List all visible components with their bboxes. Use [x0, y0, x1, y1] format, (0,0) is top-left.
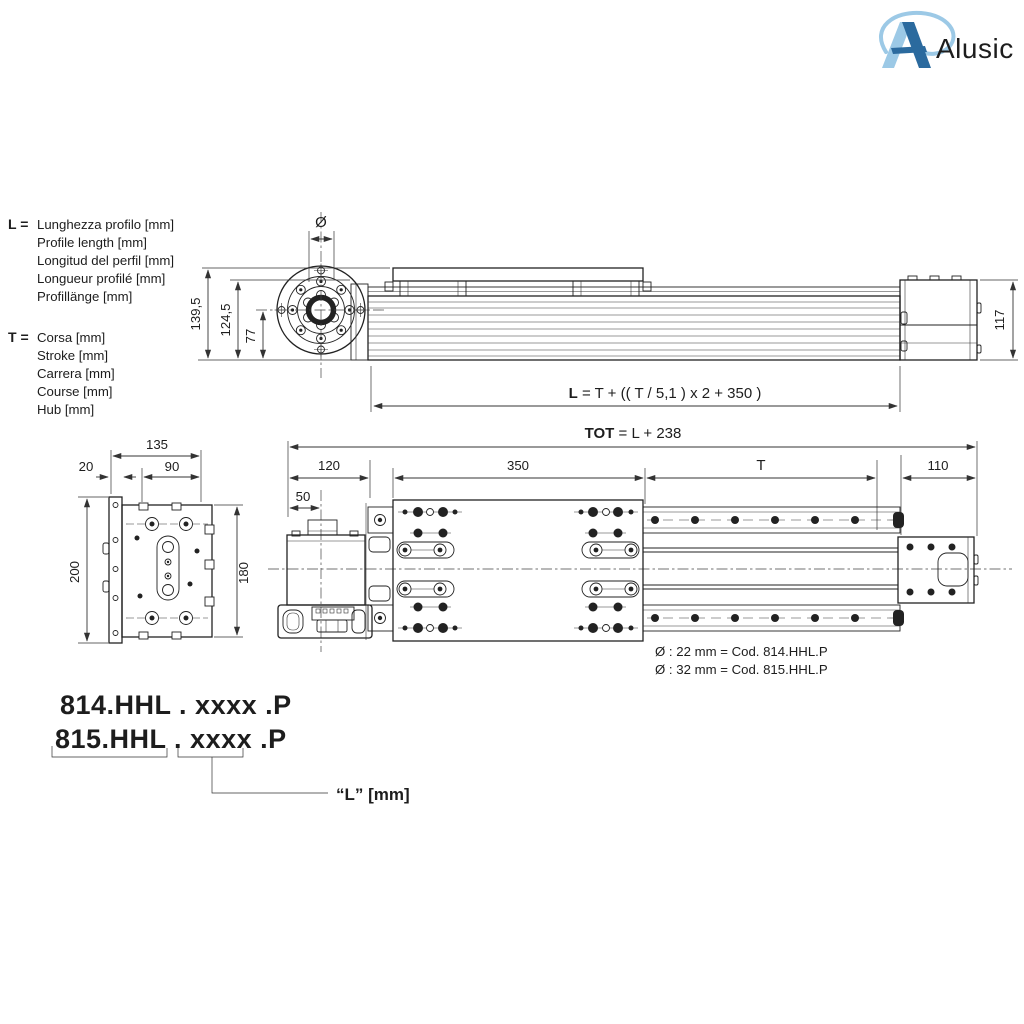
profile-grooves — [368, 301, 900, 357]
carriage-side — [384, 267, 652, 297]
length-callout-label: “L” [mm] — [336, 785, 410, 804]
legend-block: L = Lunghezza profilo [mm] Profile lengt… — [8, 216, 174, 417]
dim-profile-length: L = T + (( T / 5,1 ) x 2 + 350 ) — [370, 366, 901, 412]
order-code-814: 814.HHL . xxxx .P — [60, 690, 292, 720]
dim-20-label: 20 — [79, 459, 94, 474]
code-note-22mm: Ø : 22 mm = Cod. 814.HHL.P — [655, 644, 828, 659]
side-view: Ø — [188, 212, 1018, 412]
legend-t-line-2: Stroke [mm] — [37, 348, 108, 363]
legend-t-line-3: Carrera [mm] — [37, 366, 115, 381]
legend-l-line-2: Profile length [mm] — [37, 235, 147, 250]
logo-a-crossbar-icon — [891, 46, 927, 54]
segment-dims: 120 350 T 110 50 — [289, 455, 976, 535]
length-formula: L = T + (( T / 5,1 ) x 2 + 350 ) — [569, 385, 762, 402]
length-callout-leader — [211, 757, 328, 794]
connector-pins — [315, 608, 349, 614]
profile-body-side — [367, 286, 901, 361]
length-formula-symbol: L — [569, 385, 578, 402]
top-view: TOT = L + 238 120 350 T 110 50 — [268, 425, 1012, 677]
code-bracket-left — [51, 746, 168, 758]
bore-symbol-label: Ø — [315, 214, 327, 231]
dim-110-label: 110 — [927, 458, 948, 473]
rail-bolts-top — [647, 516, 897, 524]
length-formula-expression: = T + (( T / 5,1 ) x 2 + 350 ) — [578, 385, 762, 402]
carriage-holes-right — [574, 507, 640, 633]
plate-holes — [112, 502, 119, 636]
end-block-side — [899, 275, 982, 361]
section-mounting-plate — [102, 496, 123, 644]
logo-a-right-stroke-icon — [902, 22, 931, 68]
legend-t-line-1: Corsa [mm] — [37, 330, 105, 345]
dim-77-label: 77 — [243, 329, 258, 344]
legend-l-line-4: Longueur profilé [mm] — [37, 271, 165, 286]
dim-bore-diameter: Ø — [308, 214, 335, 282]
code-bracket-xxxx — [177, 748, 244, 758]
end-block-top — [897, 536, 979, 604]
dim-139-5-label: 139,5 — [188, 297, 203, 330]
coupling-strip — [365, 503, 394, 640]
profile-t-slots — [138, 502, 215, 640]
legend-l-line-5: Profillänge [mm] — [37, 289, 132, 304]
section-profile — [121, 502, 215, 640]
dim-350-label: 350 — [507, 458, 529, 473]
dim-120-label: 120 — [318, 458, 340, 473]
dim-117: 117 — [980, 279, 1018, 361]
code-note-32mm: Ø : 32 mm = Cod. 815.HHL.P — [655, 662, 828, 677]
dim-t-label: T — [756, 457, 765, 474]
flange-bracket — [350, 283, 369, 361]
dim-124-5-label: 124,5 — [218, 303, 233, 336]
dim-tot: TOT = L + 238 — [287, 425, 978, 536]
dim-180-label: 180 — [236, 562, 251, 584]
legend-l-line-3: Longitud del perfil [mm] — [37, 253, 174, 268]
order-code-815: 815.HHL . xxxx .P — [55, 724, 287, 754]
dim-200-label: 200 — [67, 561, 82, 583]
left-height-dims: 139,5 124,5 77 — [188, 267, 390, 361]
rail-bolts-bottom — [647, 614, 897, 622]
cross-section: 135 20 90 200 180 — [67, 437, 251, 644]
legend-l-key: L = — [8, 216, 28, 232]
brand-name: Alusic — [936, 33, 1014, 64]
tot-symbol: TOT — [585, 425, 615, 442]
section-dims: 135 20 90 200 180 — [67, 437, 251, 644]
dim-90-label: 90 — [165, 459, 180, 474]
dim-117-label: 117 — [992, 309, 1007, 330]
alusic-logo: Alusic — [879, 10, 1014, 68]
legend-l-line-1: Lunghezza profilo [mm] — [37, 217, 174, 232]
carriage-plate-top — [392, 499, 644, 642]
tot-expression: = L + 238 — [614, 425, 681, 442]
tot-formula: TOT = L + 238 — [585, 425, 682, 442]
drive-flange — [256, 212, 384, 378]
gearbox-unit — [277, 519, 373, 639]
dim-135-label: 135 — [146, 437, 168, 452]
legend-t-key: T = — [8, 329, 29, 345]
carriage-holes-left — [396, 507, 462, 633]
legend-t-line-5: Hub [mm] — [37, 402, 94, 417]
ordering-codes: 814.HHL . xxxx .P 815.HHL . xxxx .P “L” … — [51, 690, 410, 804]
logo-swoosh-icon — [879, 10, 956, 56]
logo-a-left-stroke-icon — [882, 22, 912, 68]
guide-rails — [642, 506, 904, 632]
legend-t-line-4: Course [mm] — [37, 384, 112, 399]
belt-lines — [643, 547, 898, 590]
dim-50-label: 50 — [296, 489, 311, 504]
